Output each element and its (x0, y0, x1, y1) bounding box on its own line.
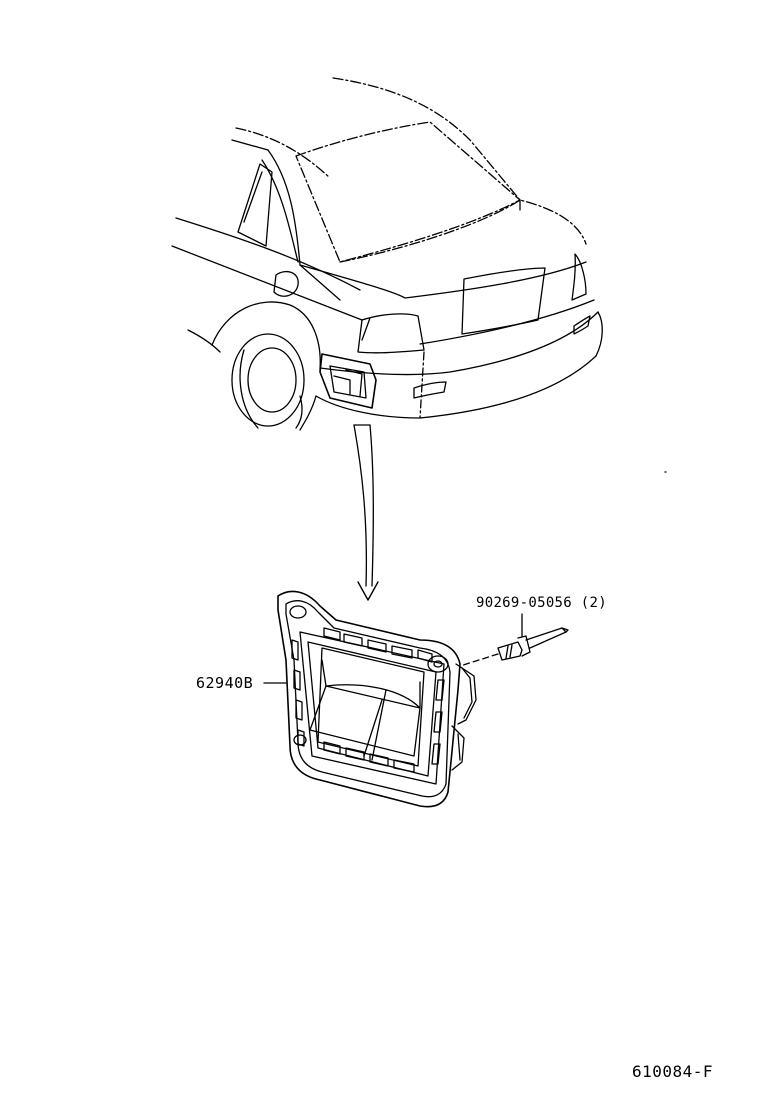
location-arrow (354, 425, 378, 600)
rear-wheel (232, 334, 304, 426)
figure-id: 610084-F (632, 1062, 714, 1081)
side-window (238, 164, 272, 246)
car-rear-view (172, 78, 602, 430)
license-plate-recess (462, 268, 545, 334)
clip-part (460, 628, 568, 666)
vent-location-highlight (320, 354, 376, 408)
rear-bumper (320, 312, 598, 375)
part-number-90269: 90269-05056 (2) (476, 595, 607, 611)
fuel-door (274, 272, 298, 297)
car-roof-line (333, 78, 520, 200)
part-number-62940B: 62940B (196, 674, 254, 692)
trunk-edge (300, 262, 586, 298)
rear-window (296, 122, 520, 262)
vent-outer-frame (278, 591, 460, 806)
tail-lamp (358, 314, 424, 353)
vent-assembly-part (278, 591, 476, 806)
vent-flap (310, 686, 420, 756)
clip-install-line (460, 654, 498, 666)
